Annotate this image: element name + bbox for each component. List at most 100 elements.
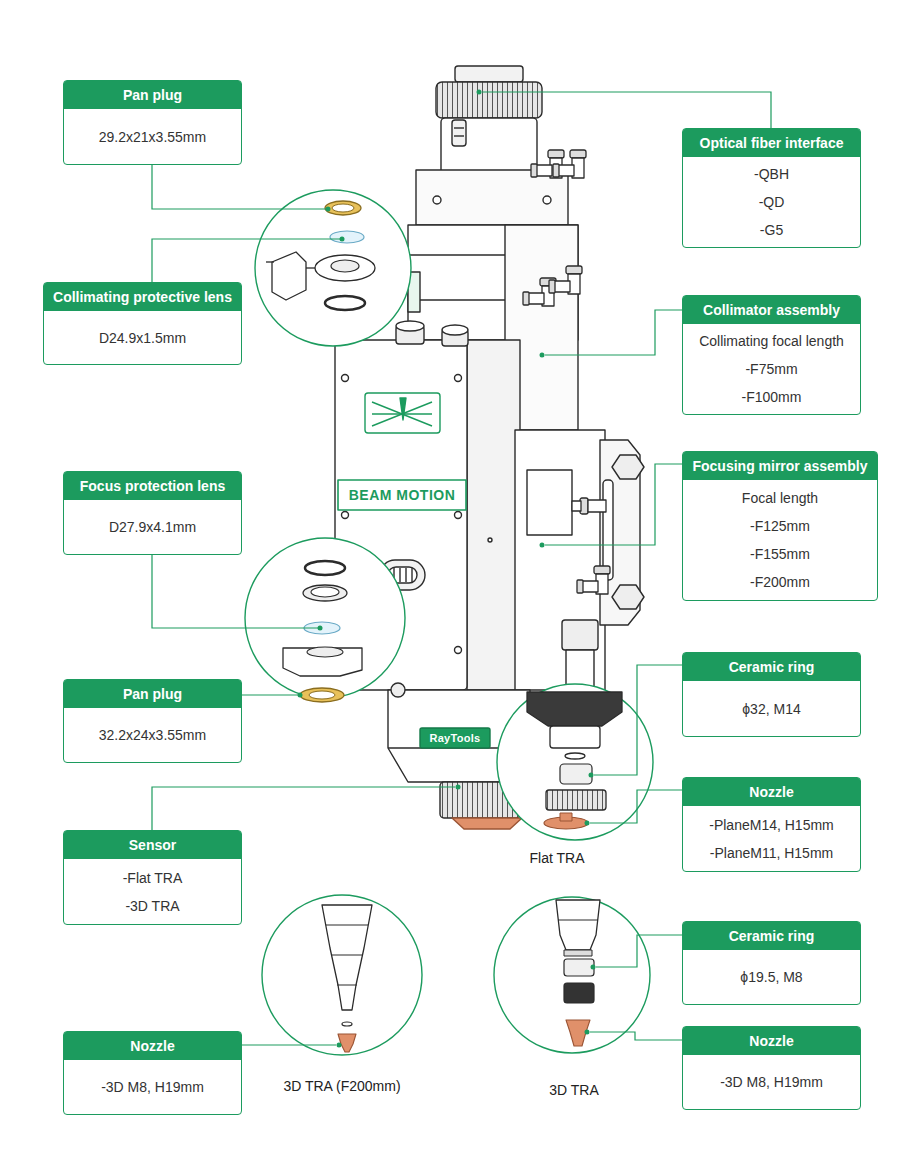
leader-line: [590, 790, 682, 823]
callout-box: Pan plug 32.2x24x3.55mm: [63, 679, 242, 763]
spec-text: Collimating focal length: [699, 327, 844, 355]
detail-circle: [565, 753, 585, 759]
leader-line: [152, 787, 455, 830]
head-body: [488, 538, 492, 542]
detail-circle: [326, 925, 368, 926]
leader-line: [152, 555, 318, 628]
callout-title: Focus protection lens: [80, 478, 225, 494]
callout-title: Pan plug: [123, 686, 182, 702]
head-body: [436, 82, 542, 118]
callout-body: ϕ19.5, M8: [683, 950, 860, 1004]
callout-header: Ceramic ring: [683, 922, 860, 950]
leader-dot: [298, 90, 596, 1048]
detail-circle: [309, 691, 335, 699]
leader-line: [482, 92, 771, 128]
leader-dot: [318, 626, 323, 631]
head-body: [342, 375, 349, 382]
detail-circle: [497, 684, 653, 840]
callout-box: Optical fiber interface-QBH-QD-G5: [682, 128, 861, 248]
callout-body: D27.9x4.1mm: [64, 500, 241, 554]
spec-text: -PlaneM11, H15mm: [710, 839, 833, 867]
callout-title: Focusing mirror assembly: [692, 458, 867, 474]
detail-circle: [322, 905, 372, 1010]
detail-circle: [315, 255, 375, 281]
head-body: [408, 299, 505, 300]
spec-text: -3D M8, H19mm: [720, 1068, 823, 1096]
detail-circle: [325, 201, 361, 215]
head-body: [455, 647, 462, 654]
detail-circle: [300, 688, 344, 702]
spec-text: D24.9x1.5mm: [99, 324, 186, 352]
part-label: 3D TRA (F200mm): [283, 1078, 400, 1094]
callout-body: -PlaneM14, H15mm-PlaneM11, H15mm: [683, 806, 860, 871]
callout-title: Collimator assembly: [703, 302, 840, 318]
detail-circle: [566, 1020, 590, 1046]
callout-title: Nozzle: [749, 784, 793, 800]
spec-text: 29.2x21x3.55mm: [99, 123, 206, 151]
spec-text: 32.2x24x3.55mm: [99, 721, 206, 749]
callout-header: Ceramic ring: [683, 653, 860, 681]
callout-header: Sensor: [64, 831, 241, 859]
detail-circle: [556, 900, 600, 950]
spec-text: -F125mm: [750, 512, 810, 540]
head-body: [603, 480, 613, 580]
callout-body: D24.9x1.5mm: [44, 311, 241, 364]
detail-circle: [262, 895, 422, 1055]
callout-box: Collimating protective lensD24.9x1.5mm: [43, 282, 242, 365]
leader-dot: [540, 543, 545, 548]
detail-circle: [527, 692, 622, 726]
head-body: [342, 512, 349, 519]
head-body: [572, 498, 606, 514]
callout-title: Nozzle: [749, 1033, 793, 1049]
head-body: [338, 480, 466, 510]
part-label: 3D TRA: [549, 1082, 599, 1098]
leader-dot: [477, 90, 482, 95]
leader-dot: [589, 773, 594, 778]
spec-text: -G5: [760, 216, 783, 244]
leader-dot: [585, 1030, 590, 1035]
callout-title: Pan plug: [123, 87, 182, 103]
head-body: [365, 393, 440, 433]
head-body: [612, 455, 644, 479]
spec-text: -F155mm: [750, 540, 810, 568]
leader-line: [596, 935, 682, 967]
callout-header: Pan plug: [64, 81, 241, 109]
detail-circle: [558, 920, 598, 921]
head-body: [416, 170, 568, 225]
callout-body: Focal length-F125mm-F155mm-F200mm: [683, 480, 877, 600]
head-body: [527, 470, 572, 535]
brand-label: BEAM MOTION: [349, 487, 456, 503]
callout-header: Nozzle: [64, 1032, 241, 1060]
head-body: [335, 66, 644, 829]
callout-title: Collimating protective lens: [53, 289, 232, 305]
detail-circle: [564, 983, 594, 1003]
head-body: [612, 585, 644, 609]
leader-dot: [326, 207, 331, 212]
detail-circle: [332, 204, 354, 212]
callout-body: -QBH-QD-G5: [683, 157, 860, 247]
callout-box: Focusing mirror assemblyFocal length-F12…: [682, 451, 878, 601]
head-body: [454, 135, 464, 136]
detail-circle: [305, 561, 345, 575]
spec-text: -F200mm: [750, 568, 810, 596]
callout-box: Sensor-Flat TRA-3D TRA: [63, 830, 242, 925]
head-body: [400, 398, 406, 420]
head-body: [543, 196, 551, 204]
detail-circle: [272, 252, 306, 300]
leader-line: [590, 1032, 682, 1040]
callout-header: Focusing mirror assembly: [683, 452, 877, 480]
callout-box: Ceramic ringϕ32, M14: [682, 652, 861, 737]
callout-header: Nozzle: [683, 1027, 860, 1055]
callout-header: Pan plug: [64, 680, 241, 708]
head-body: [405, 568, 406, 582]
spec-text: -F100mm: [742, 383, 802, 411]
head-body: [452, 120, 466, 146]
leader-dot: [585, 821, 590, 826]
head-body: [391, 683, 405, 697]
callout-box: Collimator assemblyCollimating focal len…: [682, 295, 861, 415]
leader-line: [594, 665, 682, 775]
detail-circle: [245, 538, 405, 702]
detail-circle: [560, 813, 572, 821]
spec-text: Focal length: [742, 484, 818, 512]
detail-circle: [564, 950, 592, 956]
